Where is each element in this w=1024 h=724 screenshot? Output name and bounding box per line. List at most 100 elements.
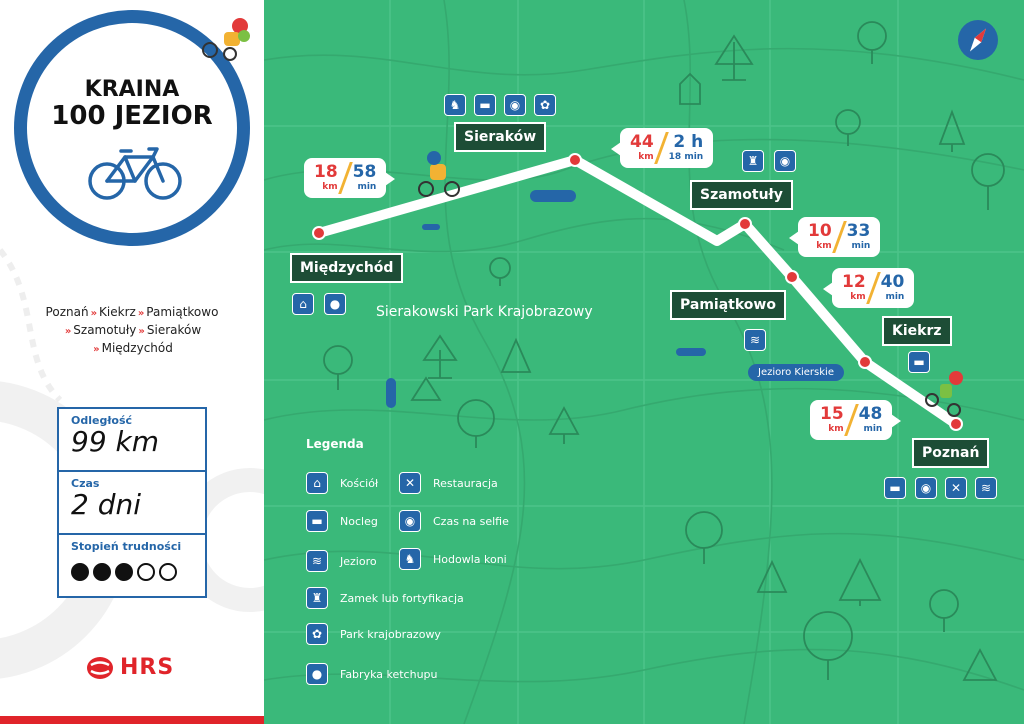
map-background [264,0,1024,724]
park-label: Sierakowski Park Krajobrazowy [376,304,593,320]
legend-title: Legenda [306,437,364,451]
segment-distance-unit: km [638,152,654,162]
logo-line-1: KRAINA [84,77,180,102]
cyclist-illustration [202,18,250,61]
difficulty-dot-empty [159,563,177,581]
distance-label: Odległość [71,414,133,427]
legend-label: Jezioro [340,554,377,568]
legend-item-park: ✿ Park krajobrazowy [306,623,441,645]
footer-bar [0,716,264,724]
legend-label: Restauracja [433,476,498,490]
legend-label: Park krajobrazowy [340,627,441,641]
place-label-kiekrz: Kiekrz [882,316,952,346]
segment-time: 58 [352,162,377,182]
place-label-poznan: Poznań [912,438,990,468]
legend-label: Kościół [340,476,379,490]
segment-divider [843,404,859,436]
bed-icon: ▬ [306,510,328,532]
bed-icon: ▬ [474,94,496,116]
segment-distance: 10 [808,221,832,241]
hrs-logo: HRS [86,655,174,680]
legend-label: Hodowla koni [433,552,507,566]
time-value: 2 dni [71,488,142,521]
tomato-icon: ● [306,663,328,685]
route-separator: » [64,326,72,337]
route-separator: » [90,308,98,319]
leaf-icon: ✿ [534,94,556,116]
legend-item-ketchup: ● Fabryka ketchupu [306,663,438,685]
legend-item-church: ⌂ Kościół [306,472,378,494]
compass-icon [958,20,998,60]
tomato-icon: ● [324,293,346,315]
segment-distance: 18 [314,162,338,182]
legend-item-selfie: ◉ Czas na selfie [399,510,509,532]
legend-label: Zamek lub fortyfikacja [340,591,464,605]
bed-icon: ▬ [908,351,930,373]
cyclist-illustration [418,151,460,197]
lake-label: Jezioro Kierskie [748,364,844,381]
bicycle-icon [88,147,182,200]
legend-label: Nocleg [340,514,378,528]
route-waypoint [312,226,326,240]
segment-time-unit: min [863,424,883,434]
segment-time: 40 [880,272,905,292]
camera-icon: ◉ [915,477,937,499]
segment-distance-unit: km [816,241,832,251]
logo-title: KRAINA 100 JEZIOR [27,77,263,132]
distance-cell: Odległość 99 km [59,409,205,472]
cyclist-illustration [925,371,963,417]
route-waypoint [858,355,872,369]
segment-time: 48 [858,404,883,424]
church-icon: ⌂ [306,472,328,494]
camera-icon: ◉ [399,510,421,532]
route-separator: » [93,344,100,355]
segment-distance: 44 [630,132,654,152]
route-waypoint [785,270,799,284]
difficulty-label: Stopień trudności [71,540,182,553]
tower-icon: ♜ [742,150,764,172]
segment-time-unit: 18 min [668,152,704,162]
route-stop: Pamiątkowo [146,305,219,319]
logo-line-2: 100 JEZIOR [51,101,213,132]
place-label-miedzychod: Międzychód [290,253,404,283]
trip-info-table: Odległość 99 km Czas 2 dni Stopień trudn… [57,407,207,598]
route-stop: Poznań [45,305,89,319]
fork-knife-icon: ✕ [399,472,421,494]
difficulty-dot-filled [71,563,89,581]
horse-icon: ♞ [399,548,421,570]
difficulty-cell: Stopień trudności [59,535,205,596]
route-waypoint [568,153,582,167]
hrs-logo-text: HRS [120,655,175,680]
camera-icon: ◉ [774,150,796,172]
distance-value: 99 km [71,425,160,458]
waves-icon: ≋ [306,550,328,572]
segment-distance-unit: km [850,292,866,302]
time-label: Czas [71,477,100,490]
route-stop: Międzychód [101,341,173,355]
segment-divider [653,132,669,164]
difficulty-dot-filled [93,563,111,581]
difficulty-dot-empty [137,563,155,581]
segment-time-unit: min [885,292,905,302]
difficulty-dot-filled [115,563,133,581]
legend-item-restaurant: ✕ Restauracja [399,472,498,494]
horse-icon: ♞ [444,94,466,116]
difficulty-rating [71,563,193,581]
segment-time: 33 [846,221,871,241]
legend-item-lodging: ▬ Nocleg [306,510,378,532]
segment-divider [337,162,353,194]
fork-knife-icon: ✕ [945,477,967,499]
leaf-icon: ✿ [306,623,328,645]
tower-icon: ♜ [306,587,328,609]
segment-time: 2 h [673,132,704,152]
segment-time-unit: min [357,182,377,192]
legend-label: Czas na selfie [433,514,509,528]
route-waypoint [949,417,963,431]
info-panel: KRAINA 100 JEZIOR Poznań»Kiekrz»Pamiątko… [0,0,264,724]
route-list: Poznań»Kiekrz»Pamiątkowo »Szamotuły»Sier… [20,304,244,358]
segment-distance-unit: km [828,424,844,434]
